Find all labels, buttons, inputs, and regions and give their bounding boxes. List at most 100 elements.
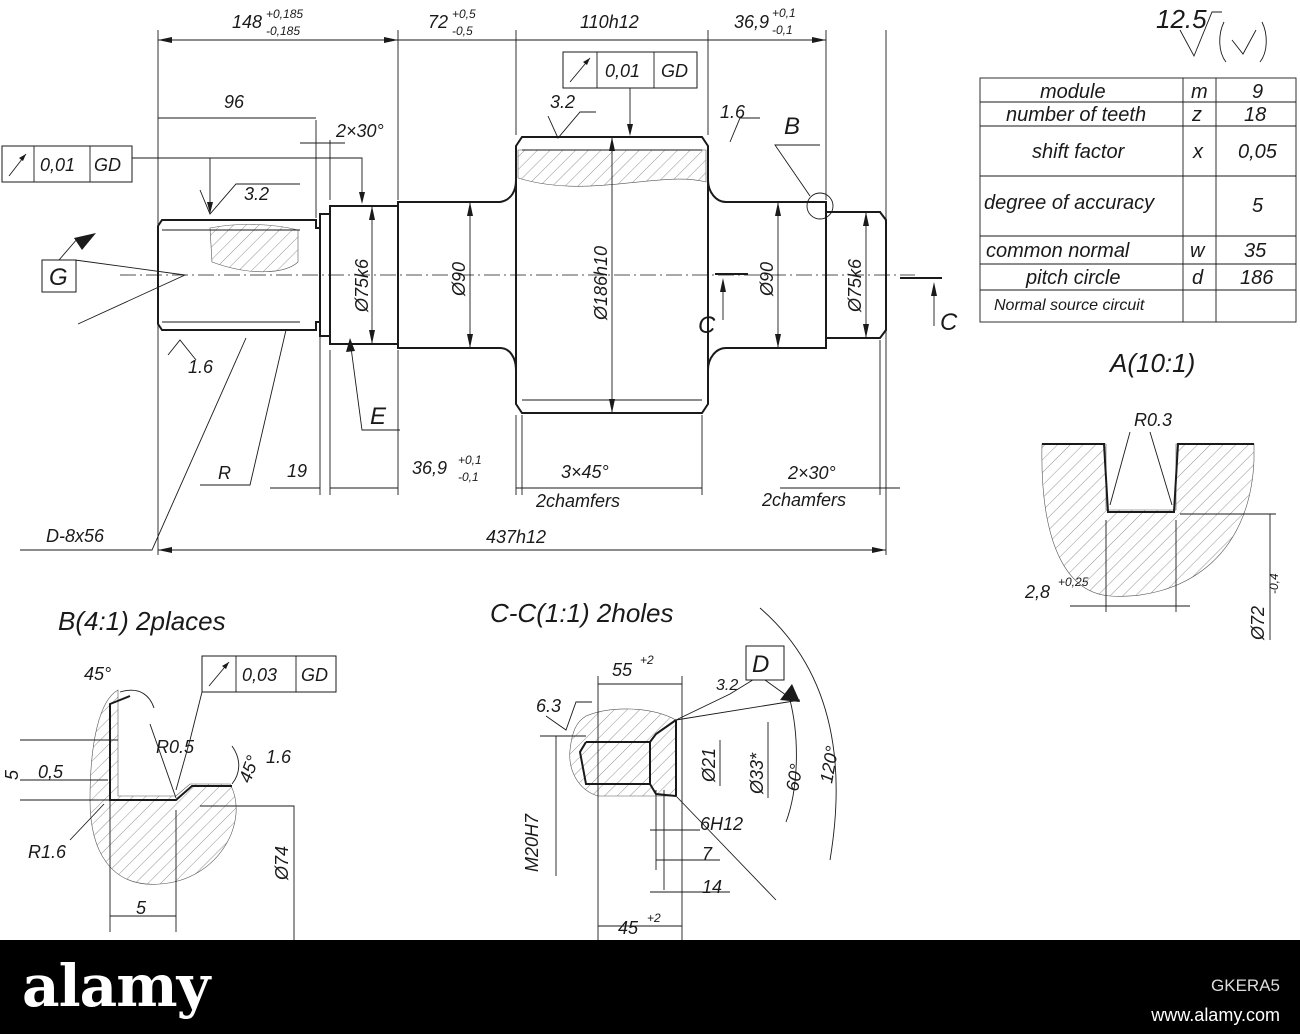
general-roughness-value: 12.5 — [1156, 4, 1207, 34]
dim-3x45-chamfer-note: 2chamfers — [535, 491, 620, 511]
section-cc-dim-55: 55 — [612, 660, 633, 680]
roughness-1-6-bottom: 1.6 — [188, 357, 214, 377]
section-cc-datum-d — [745, 645, 800, 702]
detail-b-dim-0-5: 0,5 — [38, 762, 64, 782]
param-symbol: x — [1192, 141, 1204, 163]
dim-2x30-chamfer-note: 2chamfers — [761, 490, 846, 510]
section-cc-datum-label: D — [752, 651, 769, 678]
detail-b-dim-5-vertical: 5 — [2, 769, 22, 780]
detail-a-title: A(10:1) — [1108, 348, 1195, 378]
detail-a-width: 2,8 — [1024, 582, 1050, 602]
detail-b-roughness: 1.6 — [266, 747, 292, 767]
dim-72: 72 — [428, 12, 448, 32]
param-name: shift factor — [1032, 141, 1126, 163]
tolerance-left-datum: GD — [94, 155, 121, 175]
detail-b-label: B — [784, 113, 800, 140]
section-c-label-right: C — [940, 309, 958, 336]
section-cc-d21: Ø21 — [699, 748, 719, 783]
detail-a-diameter-tol: -0,4 — [1267, 573, 1281, 594]
datum-g-marker — [41, 233, 187, 325]
roughness-3-2-gear: 3.2 — [550, 92, 575, 112]
dim-r: R — [218, 463, 231, 483]
alamy-logo: alamy — [22, 952, 210, 1020]
section-cc-dim-55-tol: +2 — [640, 653, 654, 667]
section-cc-d33: Ø33* — [747, 752, 767, 795]
datum-g-label: G — [49, 264, 68, 291]
section-cc-roughness-3-2: 3.2 — [716, 677, 738, 694]
dim-19: 19 — [287, 461, 307, 481]
param-value: 35 — [1244, 240, 1267, 262]
section-cc-angle-60: 60° — [782, 762, 806, 792]
param-symbol: z — [1191, 104, 1202, 126]
dim-72-upper-tol: +0,5 — [452, 7, 476, 21]
detail-b-angle-2: 45° — [235, 753, 263, 785]
dim-36-9-top-lower-tol: -0,1 — [772, 23, 793, 37]
dim-d186h10: Ø186h10 — [591, 246, 611, 321]
section-cc-6h12: 6H12 — [700, 814, 743, 834]
section-cc-thread: M20H7 — [522, 813, 542, 872]
dim-overall-437: 437h12 — [486, 527, 546, 547]
datum-e-marker — [346, 338, 400, 431]
section-cc-dim-14: 14 — [702, 877, 722, 897]
section-cc-angle-120: 120° — [816, 745, 842, 785]
left-journal-cutaway — [209, 224, 299, 273]
dim-148-lower-tol: -0,185 — [266, 24, 300, 38]
param-value: 5 — [1252, 195, 1264, 217]
dim-148: 148 — [232, 12, 262, 32]
param-symbol: d — [1192, 267, 1204, 289]
dim-d90-left: Ø90 — [449, 262, 469, 297]
section-cc-dim-45-tol: +2 — [647, 911, 661, 925]
stock-footer-bar: alamy GKERA5 www.alamy.com — [0, 940, 1300, 1034]
dim-36-9-bottom-upper-tol: +0,1 — [458, 453, 482, 467]
roughness-symbols — [167, 111, 760, 361]
param-name: module — [1040, 81, 1106, 103]
dim-36-9-bottom: 36,9 — [412, 458, 447, 478]
dim-110h12: 110h12 — [580, 12, 639, 32]
shaft-view — [120, 136, 915, 414]
dim-3x45-chamfer: 3×45° — [561, 462, 609, 482]
dimension-arrows — [158, 37, 886, 553]
tolerance-left-value: 0,01 — [40, 155, 75, 175]
section-cc-roughness-6-3: 6.3 — [536, 696, 561, 716]
section-cut-marks — [715, 273, 942, 326]
dim-36-9-top: 36,9 — [734, 12, 769, 32]
detail-a-drawing — [1041, 431, 1276, 640]
tolerance-top-datum: GD — [661, 61, 688, 81]
param-value: 9 — [1252, 81, 1263, 103]
detail-b-tolerance-value: 0,03 — [242, 665, 277, 685]
dim-2x30-chamfer: 2×30° — [787, 463, 836, 483]
detail-b-angle-1: 45° — [84, 664, 111, 684]
detail-b-diameter: Ø74 — [272, 846, 292, 881]
dim-2x30-top: 2×30° — [335, 121, 384, 141]
dim-148-upper-tol: +0,185 — [266, 7, 303, 21]
detail-a-width-tol: +0,25 — [1058, 575, 1089, 589]
detail-b-tolerance-frame — [175, 655, 337, 791]
tolerance-top-value: 0,01 — [605, 61, 640, 81]
dim-d90-right: Ø90 — [757, 262, 777, 297]
param-symbol: m — [1191, 81, 1208, 103]
tolerance-frame-left — [1, 145, 365, 214]
image-id: GKERA5 — [1211, 976, 1280, 995]
dim-36-9-top-upper-tol: +0,1 — [772, 6, 796, 20]
detail-b-callout — [774, 144, 834, 220]
params-table — [979, 77, 1297, 323]
dim-36-9-bottom-lower-tol: -0,1 — [458, 470, 479, 484]
dim-d75-left: Ø75k6 — [352, 258, 372, 313]
dim-d75-right: Ø75k6 — [845, 258, 865, 313]
dim-72-lower-tol: -0,5 — [452, 24, 473, 38]
detail-b-title: B(4:1) 2places — [58, 606, 226, 636]
param-name: common normal — [986, 240, 1130, 262]
detail-a-radius: R0.3 — [1134, 410, 1172, 430]
dim-spline: D-8x56 — [46, 526, 105, 546]
tolerance-frame-top — [562, 51, 698, 136]
bottom-leaders — [20, 329, 287, 551]
roughness-3-2-left: 3.2 — [244, 184, 269, 204]
param-value: 186 — [1240, 267, 1274, 289]
detail-b-drawing — [20, 689, 295, 940]
roughness-1-6-right: 1.6 — [720, 102, 746, 122]
param-value: 18 — [1244, 104, 1266, 126]
general-roughness-symbol — [1179, 11, 1267, 63]
section-cc-title: C-C(1:1) 2holes — [490, 598, 674, 628]
section-cc-dim-7: 7 — [702, 844, 713, 864]
detail-b-dim-5-horizontal: 5 — [136, 898, 147, 918]
